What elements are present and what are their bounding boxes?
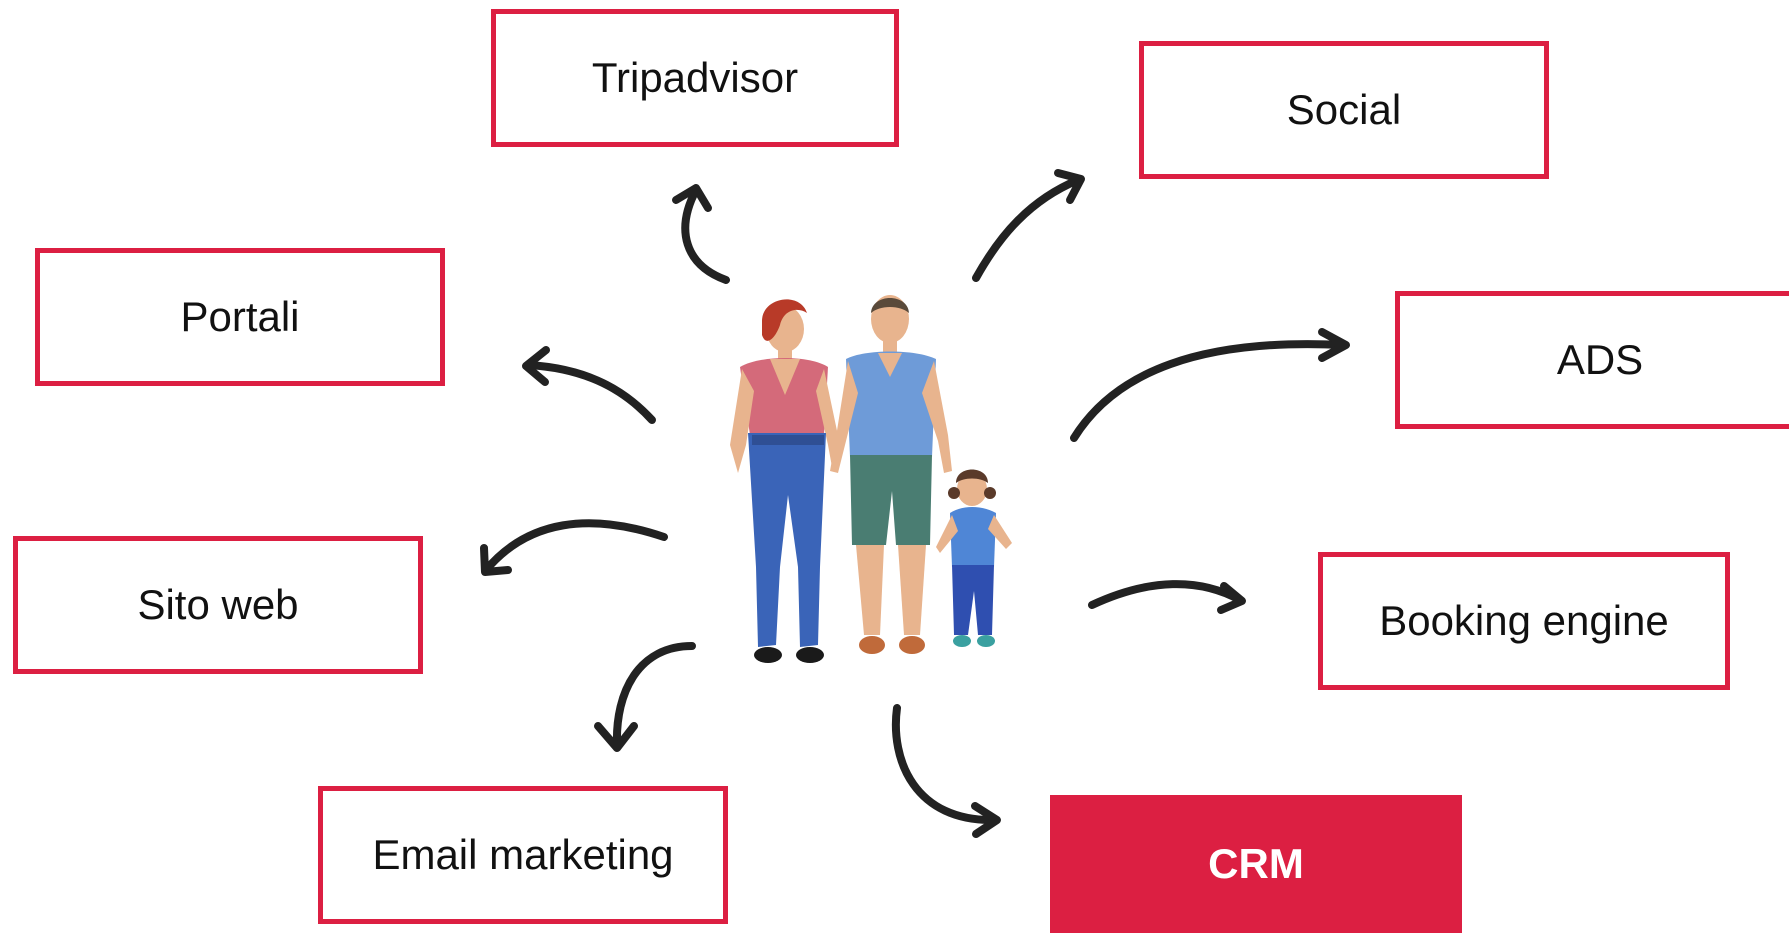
portali-label: Portali (180, 293, 300, 340)
arrow-to-social (972, 169, 1085, 282)
booking-engine-box: Booking engine (1318, 552, 1730, 690)
tripadvisor-label: Tripadvisor (591, 54, 799, 101)
child-figure (936, 469, 1012, 647)
booking-engine-label: Booking engine (1379, 597, 1669, 644)
arrow-to-email-marketing (594, 642, 696, 752)
family-icon (730, 295, 1012, 663)
sito-web-box: Sito web (13, 536, 423, 674)
email-marketing-box: Email marketing (318, 786, 728, 924)
crm-label: CRM (1208, 840, 1304, 887)
woman-figure (730, 299, 840, 663)
arrow-to-crm (891, 704, 1001, 838)
arrow-to-tripadvisor (672, 184, 730, 284)
arrow-to-booking-engine (1088, 580, 1246, 614)
ads-box: ADS (1395, 291, 1789, 429)
social-box: Social (1139, 41, 1549, 179)
email-marketing-label: Email marketing (372, 831, 674, 878)
social-label: Social (1286, 86, 1402, 133)
arrow-to-sito-web (480, 519, 668, 576)
arrow-to-ads (1070, 328, 1350, 442)
sito-web-label: Sito web (137, 581, 299, 628)
tripadvisor-box: Tripadvisor (491, 9, 899, 147)
arrow-to-portali (522, 346, 656, 424)
ads-label: ADS (1556, 336, 1644, 383)
crm-box: CRM (1050, 795, 1462, 933)
portali-box: Portali (35, 248, 445, 386)
man-figure (830, 295, 952, 654)
